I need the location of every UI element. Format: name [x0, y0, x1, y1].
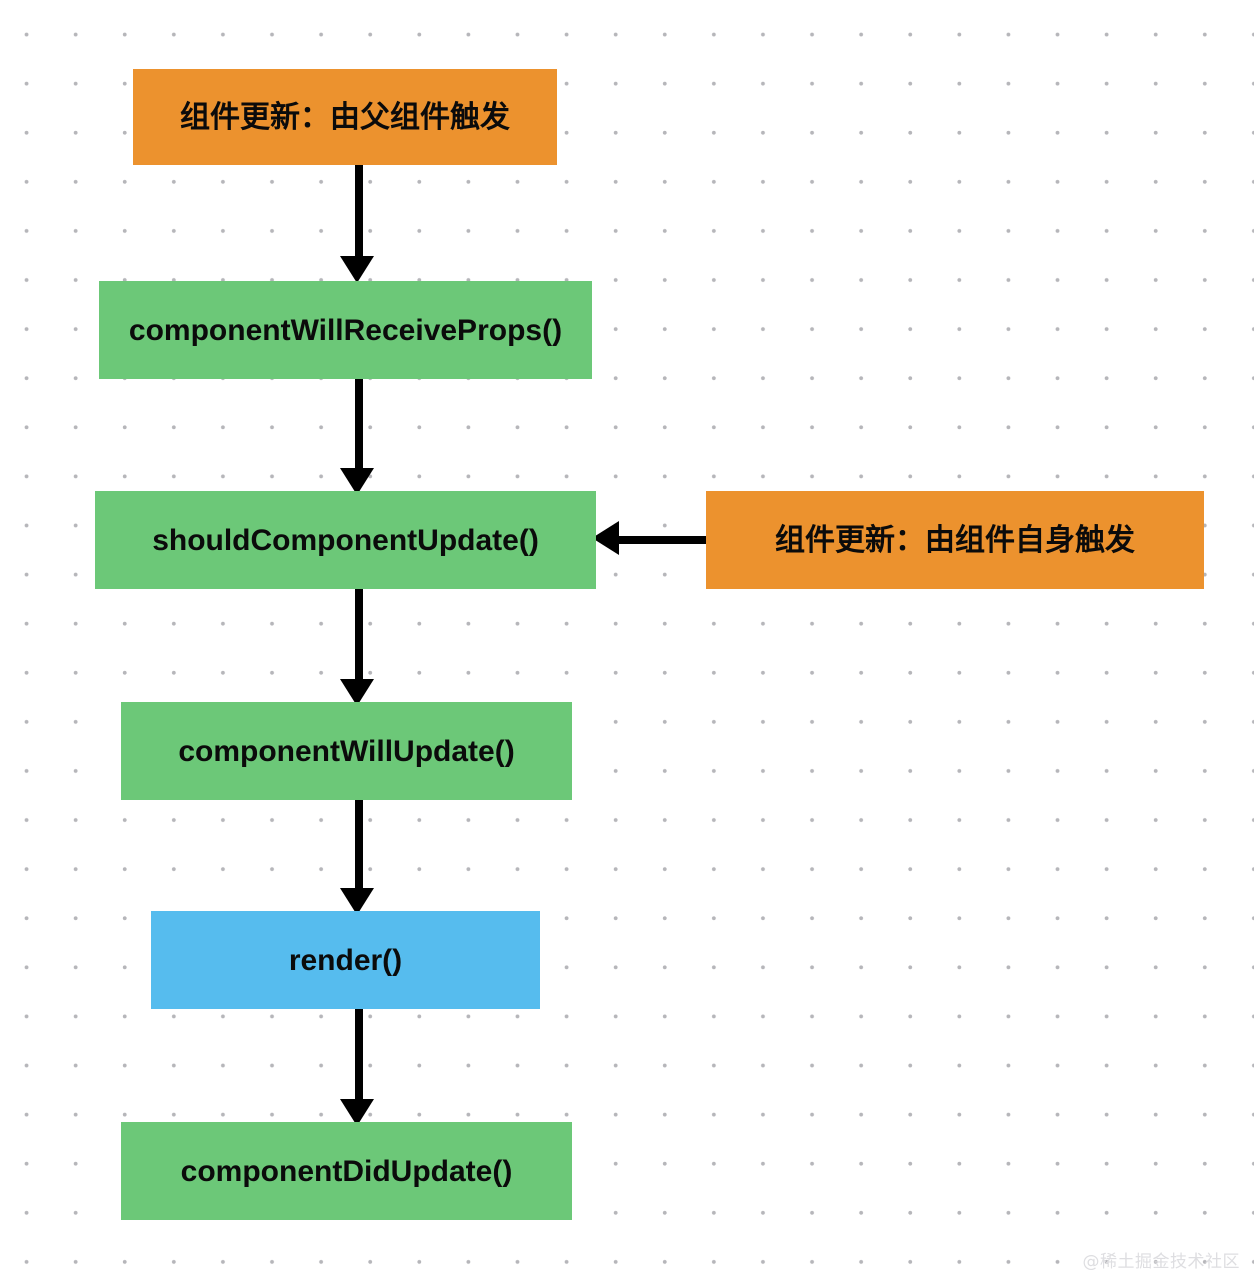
node-component-did-update[interactable]: componentDidUpdate() [121, 1122, 572, 1220]
edge-render-to-did-update [340, 1004, 377, 1131]
edge-shaft [355, 1004, 363, 1108]
node-label: 组件更新：由父组件触发 [180, 100, 510, 134]
node-label: 组件更新：由组件自身触发 [775, 523, 1135, 557]
node-should-component-update[interactable]: shouldComponentUpdate() [95, 491, 596, 589]
edge-will-update-to-render [340, 795, 377, 920]
node-label: componentWillReceiveProps() [128, 313, 563, 347]
node-label: componentDidUpdate() [180, 1154, 513, 1188]
edge-shaft [355, 374, 363, 477]
node-label: shouldComponentUpdate() [152, 523, 539, 557]
node-trigger-parent[interactable]: 组件更新：由父组件触发 [133, 69, 557, 165]
edge-should-update-to-will-update [340, 584, 377, 711]
arrowhead-down-icon [340, 1099, 374, 1126]
edge-trigger-self-to-should-update [592, 521, 712, 558]
arrowhead-down-icon [340, 256, 374, 283]
node-render[interactable]: render() [151, 911, 540, 1009]
arrowhead-down-icon [340, 468, 374, 495]
node-label: componentWillUpdate() [178, 734, 515, 768]
watermark: @稀土掘金技术社区 [1082, 1252, 1240, 1272]
edge-shaft [610, 536, 712, 544]
edge-trigger-parent-to-will-receive-props [340, 160, 377, 288]
arrowhead-down-icon [340, 888, 374, 915]
edge-shaft [355, 160, 363, 265]
edge-shaft [355, 584, 363, 688]
arrowhead-left-icon [592, 521, 619, 555]
arrowhead-down-icon [340, 679, 374, 706]
node-component-will-receive-props[interactable]: componentWillReceiveProps() [99, 281, 592, 379]
edge-will-receive-props-to-should-update [340, 374, 377, 500]
node-label: render() [288, 943, 403, 977]
node-component-will-update[interactable]: componentWillUpdate() [121, 702, 572, 800]
edge-shaft [355, 795, 363, 897]
node-trigger-self[interactable]: 组件更新：由组件自身触发 [706, 491, 1204, 589]
